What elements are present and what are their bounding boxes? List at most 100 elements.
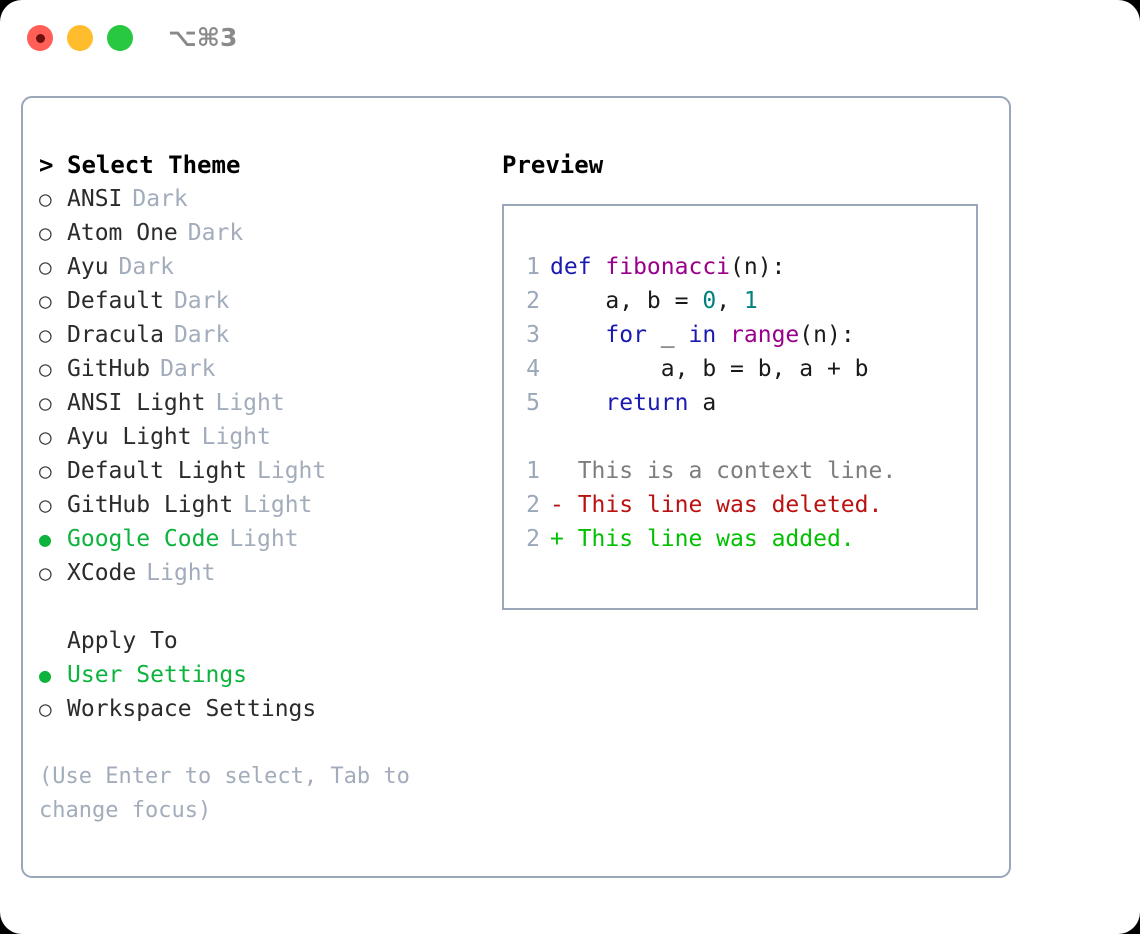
theme-list-item[interactable]: ○ XCode Light xyxy=(39,556,489,590)
code-token: (n): xyxy=(730,254,786,280)
code-token xyxy=(550,322,605,348)
code-token xyxy=(550,390,605,416)
window-controls xyxy=(27,25,133,51)
maximize-button[interactable] xyxy=(107,25,133,51)
theme-variant-tag: Dark xyxy=(173,288,230,314)
line-number: 2 xyxy=(526,288,540,314)
theme-variant-tag: Dark xyxy=(173,322,230,348)
theme-list-item[interactable]: ○ GitHub Dark xyxy=(39,352,489,386)
apply-to-list: ●User Settings ○ Workspace Settings xyxy=(39,658,489,726)
diff-marker: - xyxy=(550,492,564,518)
radio-unselected-icon[interactable]: ○ xyxy=(39,323,52,347)
theme-name: ANSI Light xyxy=(67,390,206,416)
theme-name: Ayu xyxy=(67,254,109,280)
code-line: 5 return a xyxy=(518,386,896,420)
radio-unselected-icon[interactable]: ○ xyxy=(39,561,52,585)
preview-title: Preview xyxy=(502,151,604,179)
theme-variant-tag: Dark xyxy=(187,220,244,246)
radio-selected-icon[interactable]: ● xyxy=(39,527,52,551)
theme-variant-tag: Light xyxy=(201,424,271,450)
apply-to-option-label: Workspace Settings xyxy=(67,696,317,722)
radio-unselected-icon[interactable]: ○ xyxy=(39,221,52,245)
code-token: a xyxy=(688,390,717,416)
theme-list-item[interactable]: ○ GitHub Light Light xyxy=(39,488,489,522)
keyboard-shortcut-label: ⌥⌘3 xyxy=(168,23,238,52)
line-number: 2 xyxy=(526,492,540,518)
radio-selected-icon[interactable]: ● xyxy=(39,663,52,687)
theme-list-item[interactable]: ○ Ayu Dark xyxy=(39,250,489,284)
code-line: 2 a, b = 0, 1 xyxy=(518,284,896,318)
theme-list-item[interactable]: ○ ANSI Light Light xyxy=(39,386,489,420)
diff-text: This is a context line. xyxy=(563,458,897,484)
theme-list-item[interactable]: ○ ANSI Dark xyxy=(39,182,489,216)
code-token: (n): xyxy=(799,322,855,348)
line-number: 5 xyxy=(526,390,540,416)
theme-list-item[interactable]: ○ Default Dark xyxy=(39,284,489,318)
theme-name: Google Code xyxy=(67,526,220,552)
theme-variant-tag: Dark xyxy=(118,254,174,280)
theme-variant-tag: Dark xyxy=(132,186,188,212)
code-token: , xyxy=(716,288,744,314)
theme-list-item[interactable]: ○ Default Light Light xyxy=(39,454,489,488)
minimize-button[interactable] xyxy=(67,25,93,51)
close-button[interactable] xyxy=(27,25,53,51)
theme-variant-tag: Light xyxy=(146,560,216,586)
code-token: a, b = xyxy=(550,288,703,314)
code-line: 4 a, b = b, a + b xyxy=(518,352,896,386)
theme-list-item[interactable]: ○ Atom One Dark xyxy=(39,216,489,250)
radio-unselected-icon[interactable]: ○ xyxy=(39,357,52,381)
theme-name: XCode xyxy=(67,560,137,586)
theme-list-item[interactable]: ○ Dracula Dark xyxy=(39,318,489,352)
code-token: fibonacci xyxy=(605,254,731,280)
theme-picker-header: > Select Theme xyxy=(39,148,489,182)
apply-to-title-row: ○ Apply To xyxy=(39,624,489,658)
code-token: return xyxy=(605,390,689,416)
theme-list-item[interactable]: ○ Ayu Light Light xyxy=(39,420,489,454)
code-token: range xyxy=(730,322,800,348)
theme-name: GitHub xyxy=(67,356,151,382)
line-number: 1 xyxy=(526,458,540,484)
theme-name: Ayu Light xyxy=(67,424,192,450)
page-title: Select Theme xyxy=(67,151,241,179)
theme-variant-tag: Light xyxy=(215,390,285,416)
line-number: 1 xyxy=(526,254,540,280)
theme-name: Dracula xyxy=(67,322,164,348)
prompt-caret-icon: > xyxy=(39,151,54,179)
theme-name: Atom One xyxy=(67,220,178,246)
radio-unselected-icon[interactable]: ○ xyxy=(39,391,52,415)
theme-variant-tag: Light xyxy=(243,492,313,518)
theme-name: GitHub Light xyxy=(67,492,234,518)
radio-unselected-icon[interactable]: ○ xyxy=(39,697,52,721)
titlebar: ⌥⌘3 xyxy=(0,0,1140,78)
code-line: 3 for _ in range(n): xyxy=(518,318,896,352)
line-number: 3 xyxy=(526,322,540,348)
line-number: 2 xyxy=(526,526,540,552)
theme-name: ANSI xyxy=(67,186,123,212)
apply-to-option[interactable]: ○ Workspace Settings xyxy=(39,692,489,726)
radio-unselected-icon[interactable]: ○ xyxy=(39,187,52,211)
code-token: for xyxy=(605,322,647,348)
code-token: _ xyxy=(646,322,689,348)
diff-line: 2- This line was deleted. xyxy=(518,488,896,522)
diff-line: 2+ This line was added. xyxy=(518,522,896,556)
code-blank-line xyxy=(518,420,896,454)
diff-line: 1 This is a context line. xyxy=(518,454,896,488)
list-spacer xyxy=(39,590,489,624)
theme-name: Default xyxy=(67,288,164,314)
diff-marker xyxy=(550,458,564,484)
theme-name: Default Light xyxy=(67,458,248,484)
radio-unselected-icon[interactable]: ○ xyxy=(39,425,52,449)
radio-unselected-icon[interactable]: ○ xyxy=(39,459,52,483)
theme-variant-tag: Light xyxy=(257,458,327,484)
radio-unselected-icon[interactable]: ○ xyxy=(39,289,52,313)
radio-unselected-icon[interactable]: ○ xyxy=(39,493,52,517)
radio-unselected-icon[interactable]: ○ xyxy=(39,255,52,279)
theme-variant-tag: Dark xyxy=(160,356,216,382)
code-token: def xyxy=(550,254,606,280)
apply-to-title: Apply To xyxy=(67,628,178,654)
apply-to-option[interactable]: ●User Settings xyxy=(39,658,489,692)
